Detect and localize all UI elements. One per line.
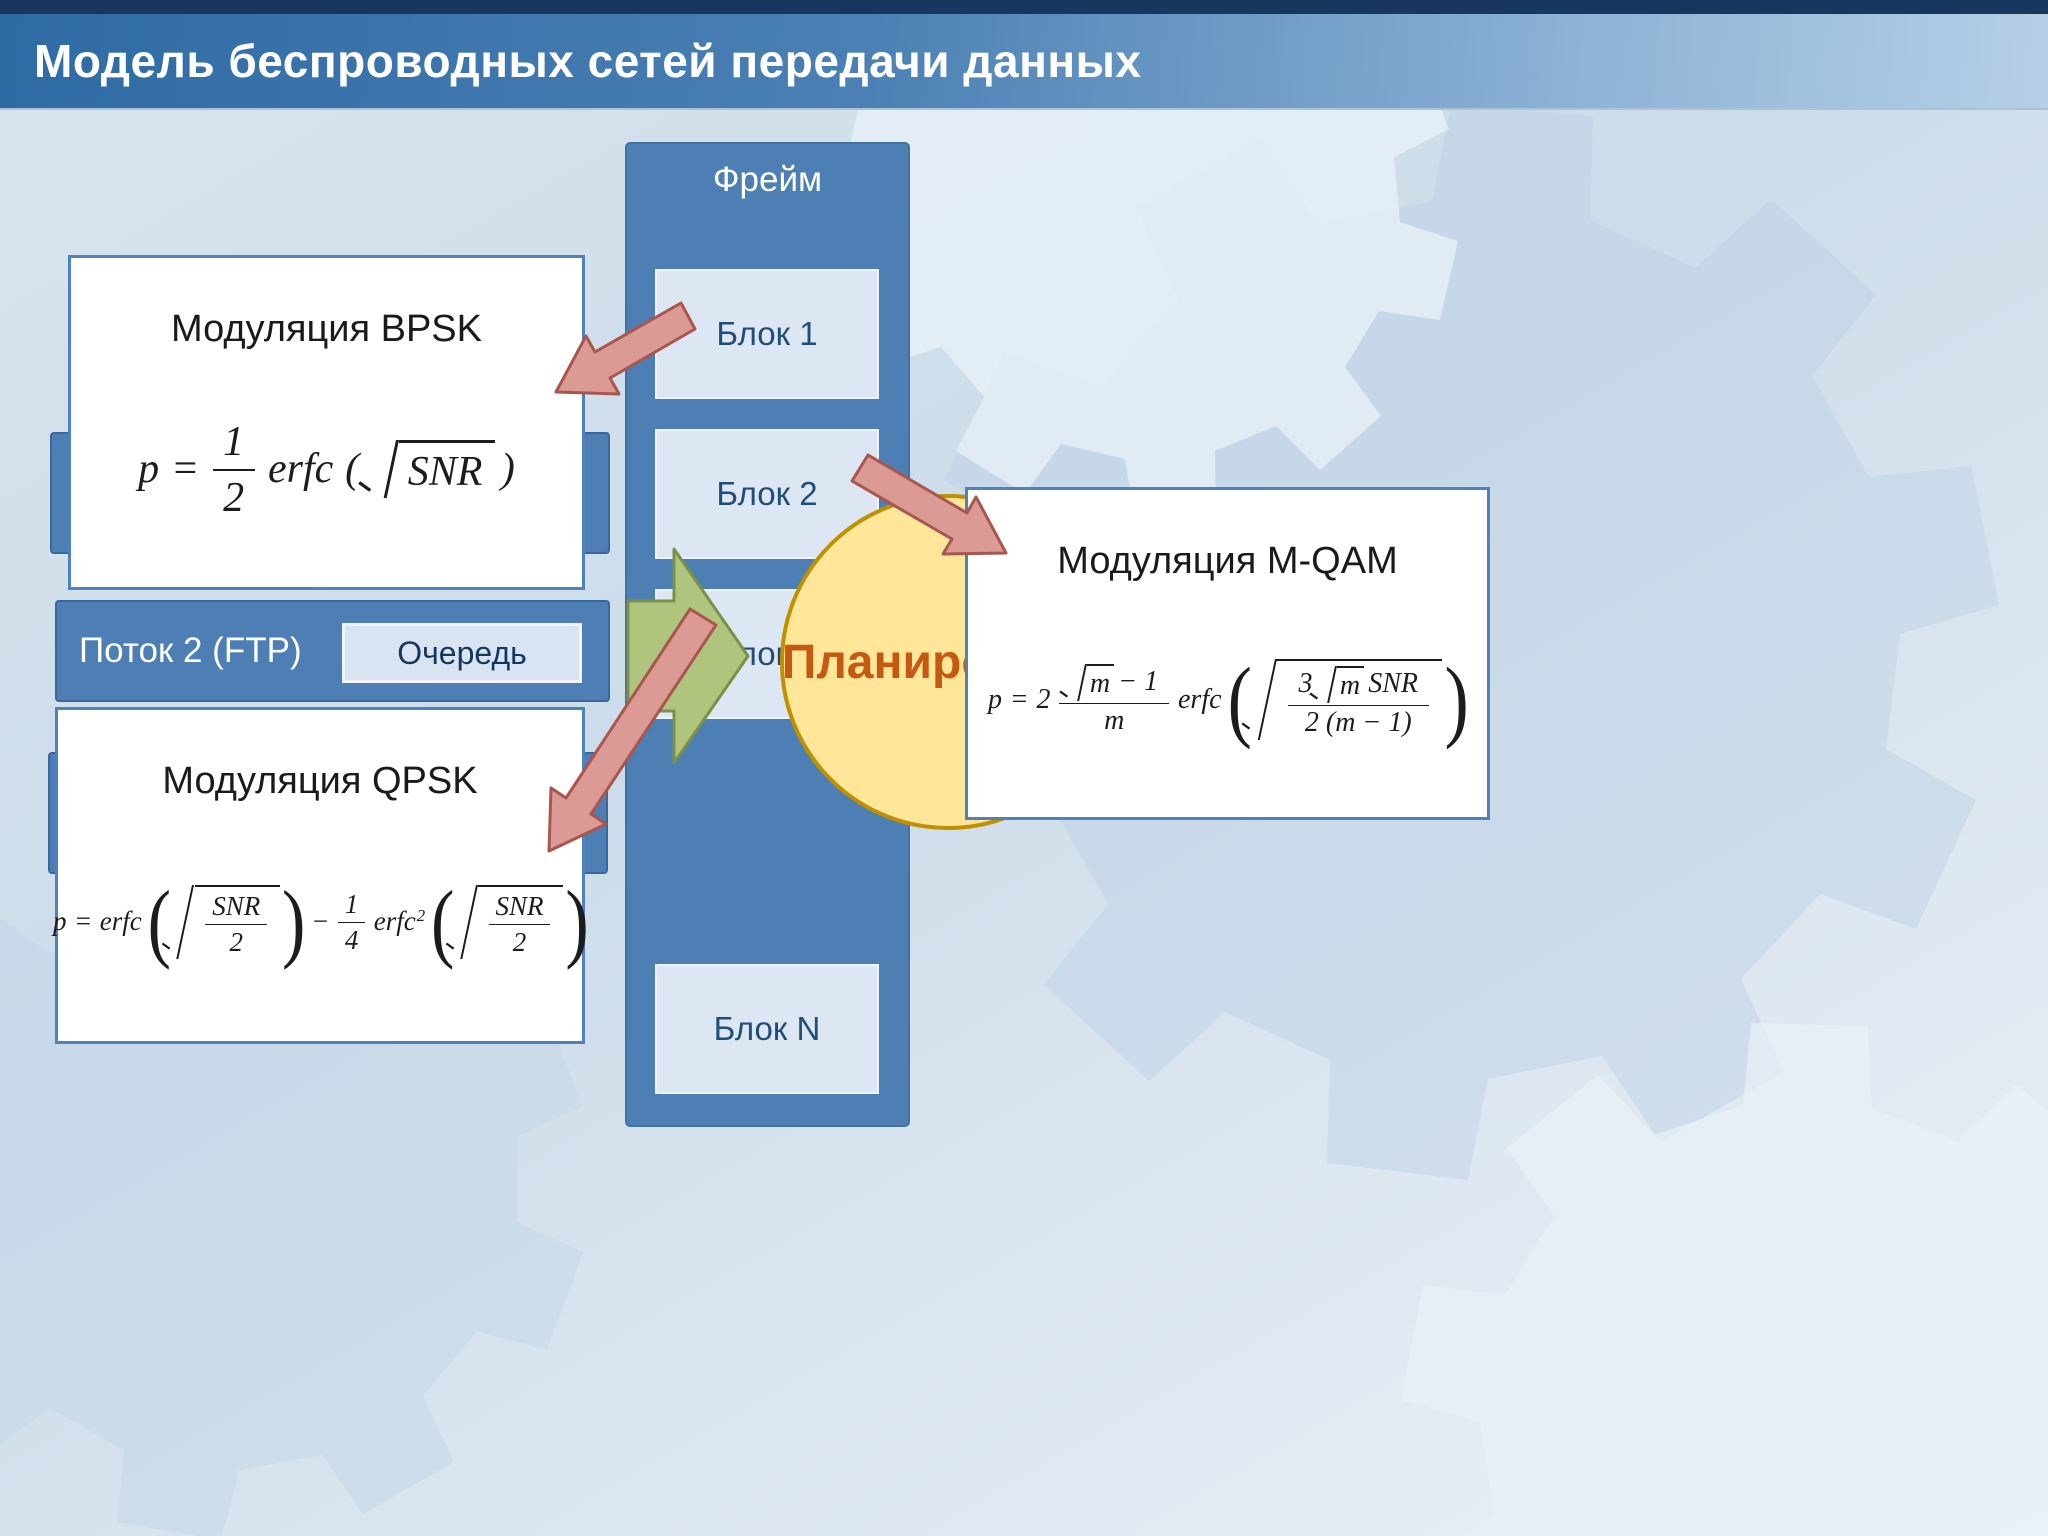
sqrt-radical <box>1247 659 1277 741</box>
stream2-label: Поток 2 (FTP) <box>79 631 302 670</box>
qpsk-box: Модуляция QPSK p = erfc ( SNR 2 ) − <box>53 707 589 1044</box>
stream2-bar: Поток 2 (FTP) Очередь <box>55 600 610 702</box>
mqam-title: Модуляция M-QAM <box>1057 540 1398 582</box>
sqrt-radical <box>167 884 195 960</box>
queue-label: Очередь <box>397 634 527 671</box>
sqrt-radical <box>368 439 399 499</box>
page-title: Модель беспроводных сетей передачи данны… <box>34 35 1142 87</box>
title-band: Модель беспроводных сетей передачи данны… <box>0 14 2048 110</box>
frame-label: Фрейм <box>712 160 823 199</box>
frame-block-1: Блок 1 <box>655 269 879 399</box>
mqam-box: Модуляция M-QAM p = 2 m − 1 m erfc <box>965 487 1490 820</box>
bpsk-box: Модуляция BPSK p = 1 2 erfc ( SNR ) <box>68 255 585 590</box>
top-accent-bar <box>0 0 2048 14</box>
qpsk-formula: p = erfc ( SNR 2 ) − 1 4 <box>52 873 589 971</box>
mqam-formula: p = 2 m − 1 m erfc ( <box>987 648 1469 750</box>
sqrt-radical <box>1066 663 1087 701</box>
bpsk-formula: p = 1 2 erfc ( SNR ) <box>132 416 521 521</box>
gear-shape <box>1401 1023 2048 1536</box>
sqrt-radical <box>450 884 478 960</box>
frame-block-n: Блок N <box>655 964 879 1094</box>
bpsk-title: Модуляция BPSK <box>171 308 482 350</box>
queue-box: Очередь <box>342 623 582 683</box>
sqrt-radical <box>1316 665 1337 703</box>
qpsk-title: Модуляция QPSK <box>162 760 478 802</box>
